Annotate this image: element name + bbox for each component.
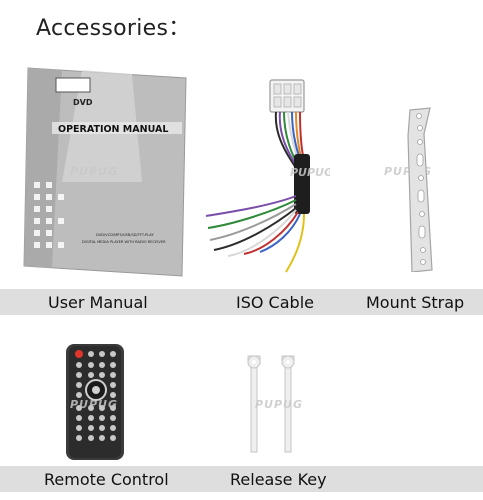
iso-cable-watermark: PUPUG	[290, 166, 330, 179]
remote-watermark: PUPUG	[70, 398, 119, 411]
user-manual-label: User Manual	[48, 293, 148, 312]
manual-subtitle-line1: DVD/VCD/MP3/USB/SD/TFT-PLAY	[96, 233, 154, 237]
label-bar-bottom	[0, 466, 483, 492]
page-title: Accessories：	[36, 16, 191, 41]
release-key-label: Release Key	[230, 470, 327, 489]
iso-cable-image: PUPUG	[205, 79, 330, 273]
manual-watermark: PUPUG	[70, 165, 119, 178]
manual-logo: DVD	[73, 98, 93, 107]
release-key-image	[247, 355, 295, 453]
label-bar-top	[0, 289, 483, 315]
remote-control-label: Remote Control	[44, 470, 169, 489]
release-key-watermark: PUPUG	[255, 398, 304, 411]
mount-strap-image	[407, 107, 433, 272]
iso-cable-label: ISO Cable	[236, 293, 314, 312]
mount-strap-label: Mount Strap	[366, 293, 465, 312]
manual-heading: OPERATION MANUAL	[58, 124, 168, 135]
remote-control-image	[66, 344, 124, 460]
user-manual-image: DVD OPERATION MANUAL DVD/VCD/MP3/USB/SD/…	[23, 67, 187, 277]
manual-subtitle-line2: DIGITAL MEDIA PLAYER WITH RADIO RECEIVER	[82, 240, 166, 244]
